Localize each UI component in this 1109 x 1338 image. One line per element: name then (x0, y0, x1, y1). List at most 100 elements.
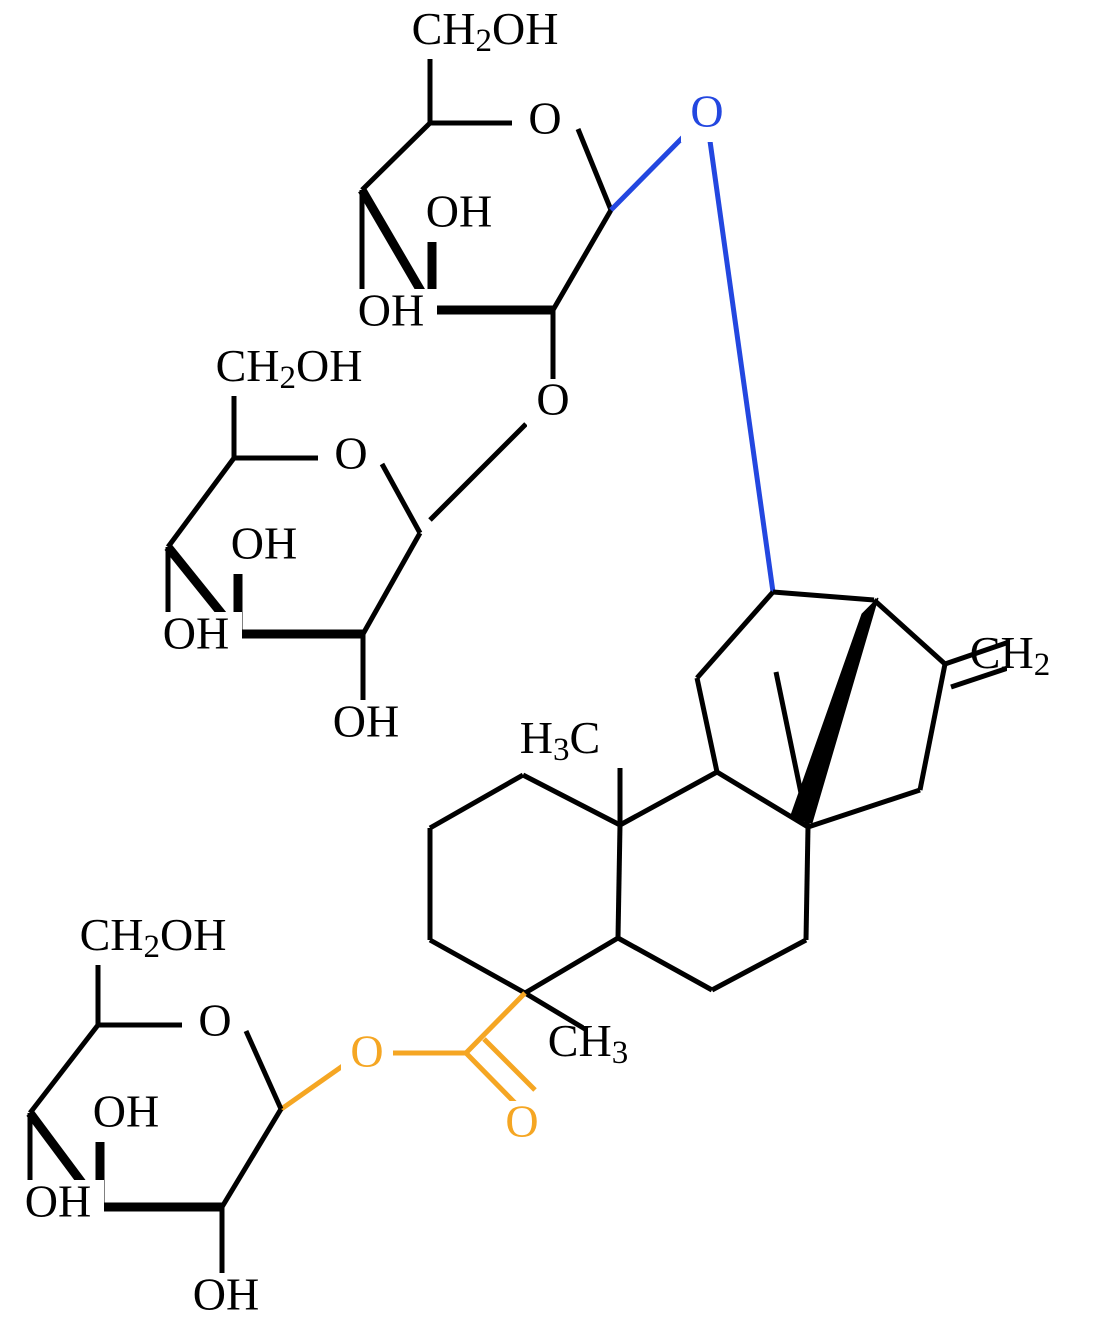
bond-bot-o-c1 (243, 1029, 284, 1111)
exocyclic-methylene-group: CH2 (970, 627, 1109, 683)
methyl-c4-ch: CH (548, 1015, 612, 1066)
bond-ag-c13-c16 (772, 589, 875, 603)
bond-ag-c15-c14 (917, 663, 948, 791)
ring-oxygen-top-label: O (528, 93, 561, 144)
mask-o-mid (325, 433, 377, 483)
mask-oh-m1 (218, 522, 310, 574)
mask-oh-b1 (80, 1090, 172, 1142)
svg-text:CH3: CH3 (548, 1015, 628, 1071)
hydroxyl-label-bot-c3: OH (93, 1086, 159, 1137)
mask-ch2oh-mid (209, 344, 369, 396)
svg-text:CH2OH: CH2OH (412, 3, 559, 59)
mask-o-bot (189, 1000, 241, 1050)
bond-ag-bridge-down (773, 671, 811, 828)
ring-oxygen-middle-label: O (334, 428, 367, 479)
bond-mid-c1-c2 (360, 531, 423, 636)
ester-linkage-orange (278, 991, 537, 1113)
ch2oh-top-sub: 2 (475, 23, 492, 59)
bond-ag-c4-methyl (523, 990, 587, 1032)
mask-oh-t2 (345, 289, 437, 341)
exocyclic-methylene-c: CH (970, 627, 1034, 678)
glycosidic-linkage-top-mid (428, 422, 528, 522)
mask-oh-b3 (180, 1273, 272, 1325)
svg-text:H3C: H3C (520, 712, 600, 768)
bond-blue-c1-to-o (609, 128, 692, 212)
angular-methyl-h: H (520, 712, 553, 763)
ch2oh-top-c: CH (412, 3, 476, 54)
mask-oh-b2 (12, 1180, 104, 1232)
mask-oh-m2 (150, 612, 242, 664)
hydroxymethyl-middle: CH2OH (209, 340, 369, 396)
ether-linkage-blue (609, 128, 776, 593)
bond-bot-c5-c4 (28, 1023, 100, 1115)
mask-o-ester (341, 1031, 393, 1081)
mask-o-glyc (527, 379, 579, 429)
mask-ch3 (584, 1019, 690, 1071)
bond-mid-o-c1 (379, 462, 423, 535)
mask-ch2oh-top (405, 7, 565, 59)
mask-h3c (556, 716, 666, 768)
ring-oxygen-bottom-label: O (198, 995, 231, 1046)
ch2oh-bot-oh: OH (160, 909, 226, 960)
hydroxyl-label-top-c3: OH (426, 186, 492, 237)
bond-top-o-c1 (575, 128, 614, 211)
mask-oh-m3 (320, 700, 412, 752)
aglycone-core (427, 589, 1015, 1032)
bond-ag-c8-c7 (803, 826, 811, 941)
angular-methyl-c: C (570, 712, 601, 763)
bond-orange-c4-to-carbonylc (464, 991, 527, 1055)
bond-ag-c6-c5 (616, 935, 714, 993)
hydroxyl-label-bot-c2: OH (193, 1269, 259, 1320)
bond-blue-o-to-aglycone (707, 140, 776, 593)
mask-exo-ch2 (1007, 631, 1109, 683)
hydroxymethyl-top: CH2OH (405, 3, 565, 59)
svg-text:CH2OH: CH2OH (216, 340, 363, 396)
bond-top-c5-c4 (360, 121, 432, 192)
bond-ag-c13-c12 (695, 590, 775, 680)
bond-ag-c3a-c4 (428, 937, 527, 996)
bond-ag-c10-c9 (618, 769, 719, 828)
bond-oglyc-to-ring2-c1 (428, 422, 528, 522)
mask-oh-t1 (413, 190, 505, 242)
hydroxyl-label-top-c4: OH (358, 285, 424, 336)
bond-ag-exo-alkene-b (950, 663, 1015, 690)
bond-orange-carbonyl-b (482, 1037, 537, 1092)
bond-ag-c10-c1a (521, 772, 622, 828)
ether-oxygen-blue-label: O (690, 86, 723, 137)
hydroxymethyl-bottom: CH2OH (73, 909, 233, 965)
mask-ch2oh-bot (73, 913, 233, 965)
methyl-c4-sub: 3 (612, 1035, 629, 1071)
exocyclic-methylene-sub: 2 (1034, 647, 1051, 683)
ch2oh-mid-sub: 2 (279, 360, 296, 396)
svg-text:CH2: CH2 (970, 627, 1050, 683)
bond-ag-c1a-c2a (428, 772, 525, 831)
hydroxyl-label-mid-c2: OH (333, 696, 399, 747)
bond-top-c1-c2 (550, 208, 614, 312)
ch2oh-mid-oh: OH (296, 340, 362, 391)
glycosidic-oxygen-label: O (536, 374, 569, 425)
bond-orange-carbonyl-a (464, 1051, 518, 1106)
mask-o-top (519, 98, 571, 148)
bond-ag-c7-c6 (710, 937, 808, 993)
angular-methyl-sub: 3 (553, 732, 570, 768)
bond-mid-c5-c4 (165, 456, 237, 549)
bond-bot-c1-c2 (219, 1107, 284, 1209)
bond-ag-c4-c5 (523, 935, 620, 996)
hydroxyl-label-bot-c4: OH (25, 1176, 91, 1227)
bond-ag-c5-c10 (615, 824, 623, 939)
methyl-group-c4: CH3 (548, 1015, 690, 1071)
ester-oxygen-orange-label: O (350, 1026, 383, 1077)
hydroxyl-label-mid-c4: OH (163, 608, 229, 659)
carbonyl-oxygen-orange-label: O (505, 1096, 538, 1147)
ch2oh-top-oh: OH (492, 3, 558, 54)
bond-orange-o-to-sugar3-c1 (278, 1062, 346, 1113)
ch2oh-bot-c: CH (80, 909, 144, 960)
svg-text:CH2OH: CH2OH (80, 909, 227, 965)
angular-methyl-group: H3C (520, 712, 666, 768)
ch2oh-bot-sub: 2 (143, 929, 160, 965)
bond-ag-c14-c8 (807, 787, 921, 830)
bond-ag-c16-c15top (872, 598, 947, 666)
ch2oh-mid-c: CH (216, 340, 280, 391)
